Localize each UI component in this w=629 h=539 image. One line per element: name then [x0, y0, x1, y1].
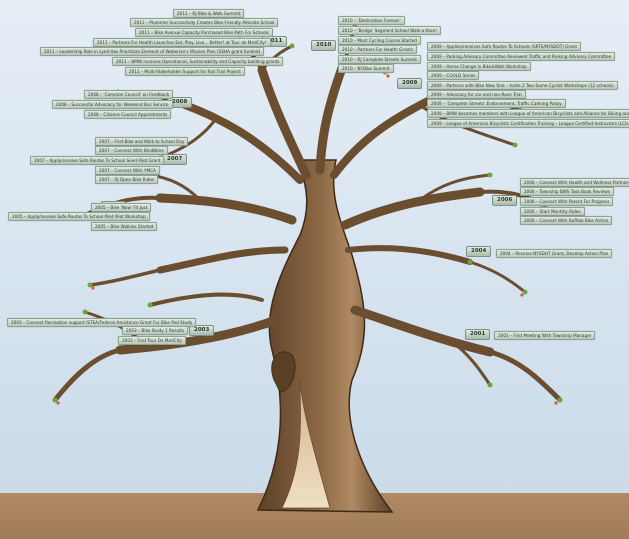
milestone-2010-complete-streets: 2010 – RJ Complete Streets Summit — [338, 55, 421, 64]
tree-trunk — [256, 159, 394, 513]
year-2004: 2004 — [466, 246, 492, 257]
milestone-2009-workshop: 2009 – Home Change in Bike&Walk Workshop — [427, 62, 531, 71]
trunk-knot — [271, 351, 296, 393]
milestone-2008-appointments: 2008 – Citizens Council Appointments — [84, 110, 172, 119]
milestone-2009-could: 2009 – COULD Series — [427, 71, 480, 80]
milestone-2006-buffalo: 2006 – Connect With Buffalo Bike Action — [520, 216, 613, 225]
year-2006: 2006 — [492, 195, 518, 206]
milestone-2011-grants: 2011 – BMW receives Operational, Sustain… — [112, 57, 284, 66]
milestone-2005-srts-workshop: 2005 – Apply/receive Safe Routes To Scho… — [8, 212, 150, 221]
milestone-2009-advocacy: 2009 – Advocacy for car and non-Race Tri… — [427, 90, 526, 99]
milestone-2009-parking: 2009 – Parking Advisory Committee Review… — [427, 52, 616, 61]
milestone-2007-ymca: 2007 – Connect With YMCA — [95, 166, 160, 175]
milestone-2011-rail-trail: 2011 – Multi-Stakeholder Support for Rai… — [125, 67, 245, 76]
year-2003: 2003 — [189, 325, 215, 336]
milestone-2001-township-meeting: 2001 – First Meeting With Township Manag… — [494, 331, 596, 340]
milestone-2006-task-book: 2006 – Township BWS Task Book Reviews — [520, 187, 614, 196]
year-2009: 2009 — [397, 78, 423, 89]
milestone-2009-league-members: 2009 – BMW becomes members with League o… — [427, 109, 629, 118]
trunk-inner-grain — [281, 379, 331, 509]
milestone-2003-bike-study: 2003 – Bike Study 1 Results — [122, 326, 189, 335]
milestone-2007-bindbites: 2007 – Connect With BindBites — [95, 146, 168, 155]
milestone-2003-tour-de-medcity: 2003 – First Tour De MedCity — [118, 336, 186, 345]
milestone-2004-nysdot-grant: 2004 – Receive NYSDOT Grant, Develop Act… — [496, 249, 613, 258]
milestone-2008-council: 2008 – 'Common Council' on Feedback — [84, 90, 174, 99]
year-2010: 2010 — [311, 40, 337, 51]
milestone-2006-monthly-rides: 2006 – Start Monthly Rides — [520, 207, 585, 216]
milestone-2010-nybike: 2010 – NYBike Summit — [338, 64, 394, 73]
milestone-2006-parent-progress: 2006 – Connect With Parent For Progress — [520, 197, 614, 206]
milestone-2011-partners-health: 2011 – Partners For Health Launches Eat.… — [93, 38, 271, 47]
milestone-2008-bus-service: 2008 – Successful Advocacy for Weekend B… — [52, 100, 173, 109]
milestone-2009-srts-grant: 2009 – Applies/receives Safe Routes To S… — [427, 42, 582, 51]
milestone-2010-health-grants: 2010 – Partners For Health Grants — [338, 45, 418, 54]
milestone-2009-lci: 2009 – League of American Bicyclists Cer… — [427, 119, 629, 128]
milestone-2009-bike-ny: 2009 – Partners with Bike New York – hol… — [427, 81, 618, 90]
milestone-2003-istea-grant: 2003 – Connect Recreation support ISTEA/… — [7, 318, 197, 327]
milestone-2005-bike-now: 2005 – Bike 'Now' Fit Just — [91, 203, 152, 212]
year-2007: 2007 — [162, 154, 188, 165]
milestone-2006-health-wellness: 2006 – Connect With Health and Wellness … — [520, 178, 629, 187]
milestone-2011-bike-friendly-school: 2011 – Plummer Successfully Creates Bike… — [130, 18, 279, 27]
milestone-2011-leadership: 2011 – Leadership Role in Lynd Has Prior… — [40, 47, 265, 56]
milestone-2011-bike-path: 2011 – Bike Avenue Capacity Purchased Bi… — [135, 28, 273, 37]
milestone-2007-srts-pilot: 2007 – Apply/receive Safe Routes To Scho… — [30, 156, 165, 165]
year-2001: 2001 — [465, 329, 491, 340]
milestone-2010-cycling-course: 2010 – Most Cycling Course Started — [338, 36, 421, 45]
milestone-2007-open-rides: 2007 – RJ Open Bike Rides — [95, 175, 159, 184]
milestone-2010-walkathon: 2010 – 'Bridge' Segment School Walk-a-th… — [338, 26, 441, 35]
milestone-2005-walkies: 2005 – Bike Walkies Started — [91, 222, 158, 231]
milestone-2011-summit: 2011 – RJ Bike & Walk Summit — [173, 9, 245, 18]
milestone-2009-complete-streets: 2009 – 'Complete Streets' Endorsement, T… — [427, 99, 566, 108]
milestone-2007-walk-to-school: 2007 – First Bike and Walk to School Day — [95, 137, 189, 146]
milestone-2010-destination: 2010 – 'Destination Forever' — [338, 16, 405, 25]
